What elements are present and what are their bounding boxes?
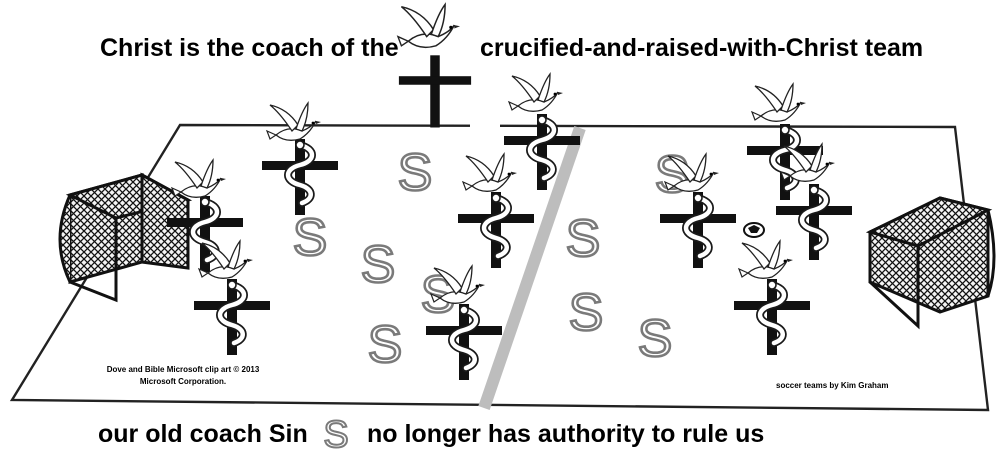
sin-s-marker-2 [291,207,329,269]
clipart-credit-line-1: Dove and Bible Microsoft clip art © 2013 [106,365,260,374]
bottom-caption-left: our old coach Sin [98,420,308,448]
coach-dove-cross-icon [397,3,472,128]
sin-s-marker-7 [567,282,605,344]
sin-s-symbol: S [322,413,349,456]
sin-s-marker-9 [653,144,691,206]
right-goal-icon [865,196,996,330]
svg-text:S: S [323,414,348,451]
sin-s-marker-1 [396,142,434,204]
soccer-credit: soccer teams by Kim Graham [776,381,889,390]
sin-s-marker-8 [636,308,674,370]
soccer-ball-icon [743,222,765,238]
sin-s-marker-5 [366,314,404,376]
title-caption-right: crucified-and-raised-with-Christ team [480,34,924,62]
title-caption-left: Christ is the coach of the [100,34,399,62]
sin-s-marker-3 [359,234,397,296]
bottom-caption-right: no longer has authority to rule us [367,420,765,448]
center-line [478,126,586,410]
left-goal-icon [58,172,193,303]
clipart-credit: Dove and Bible Microsoft clip art © 2013… [78,364,288,388]
clipart-credit-line-2: Microsoft Corporation. [139,377,227,386]
sin-s-marker-6 [564,208,602,270]
